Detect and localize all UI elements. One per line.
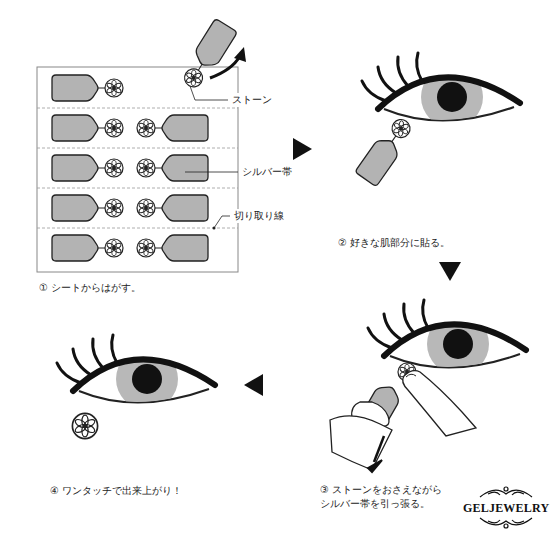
part-label: 切り取り線 bbox=[232, 209, 286, 223]
part-label: シルバー帯 bbox=[240, 165, 294, 179]
brand-logo: GELJEWELRY bbox=[463, 500, 549, 516]
step-caption: ① シートからはがす。 bbox=[37, 281, 143, 295]
step-caption: ③ ストーンをおさえながら シルバー帯を引っ張る。 bbox=[318, 483, 454, 510]
part-label: ストーン bbox=[230, 93, 274, 107]
step-caption: ② 好きな肌部分に貼る。 bbox=[336, 236, 452, 250]
step-caption: ④ ワンタッチで出来上がり！ bbox=[48, 484, 184, 498]
